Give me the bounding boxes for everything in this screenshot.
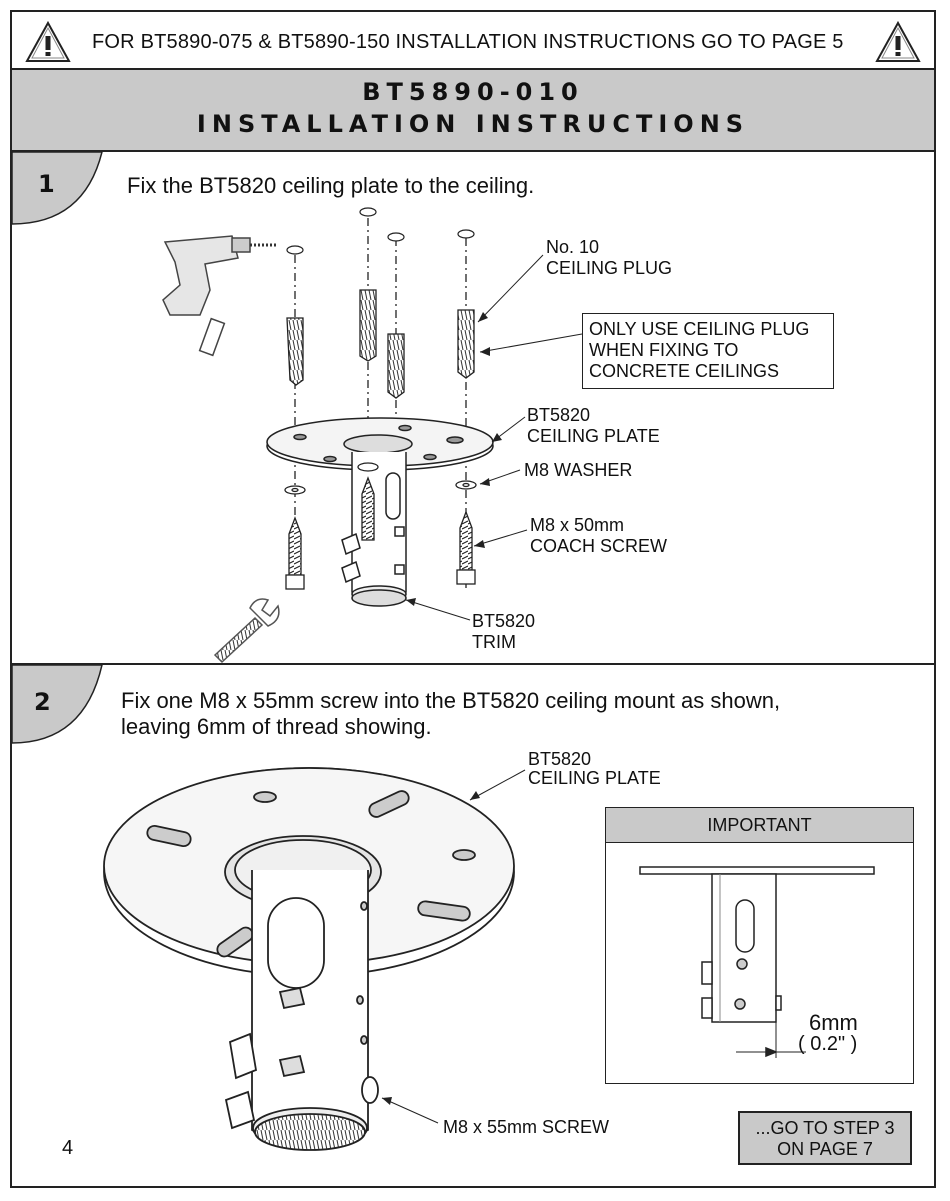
ceiling-plug-label-line1: No. 10 <box>546 237 600 257</box>
note-line1: ONLY USE CEILING PLUG <box>589 319 810 339</box>
trim-label-line1: BT5820 <box>472 611 536 631</box>
header-notice-text: FOR BT5890-075 & BT5890-150 INSTALLATION… <box>92 31 844 53</box>
important-detail-drawing <box>639 866 875 1058</box>
page-number: 4 <box>62 1137 74 1159</box>
step-2-number: 2 <box>34 688 51 716</box>
important-heading: IMPORTANT <box>606 808 913 843</box>
step-2-tab <box>12 665 103 744</box>
step-2-instruction-line2: leaving 6mm of thread showing. <box>121 714 432 739</box>
warning-triangle-icon <box>875 20 921 62</box>
step-2-instruction-line1: Fix one M8 x 55mm screw into the BT5820 … <box>121 688 781 713</box>
step-1-instruction: Fix the BT5820 ceiling plate to the ceil… <box>127 173 535 198</box>
header-notice-bar: FOR BT5890-075 & BT5890-150 INSTALLATION… <box>12 12 934 70</box>
coach-screw-label-line2: COACH SCREW <box>530 536 668 556</box>
step-1-tab <box>12 152 103 225</box>
washer-label: M8 WASHER <box>524 460 633 480</box>
title-banner: BT5890-010 INSTALLATION INSTRUCTIONS <box>12 70 934 152</box>
ceiling-plug-label-line2: CEILING PLUG <box>546 258 673 278</box>
step-1-number: 1 <box>38 170 55 198</box>
goto-line1: ...GO TO STEP 3 <box>755 1118 895 1138</box>
step2-plate-label-line1: BT5820 <box>528 749 592 769</box>
go-to-step-3-box: ...GO TO STEP 3 ON PAGE 7 <box>738 1111 912 1165</box>
m8-55mm-screw-label: M8 x 55mm SCREW <box>443 1117 610 1137</box>
goto-line2: ON PAGE 7 <box>777 1139 873 1159</box>
spanner-icon <box>213 598 280 664</box>
document-title: INSTALLATION INSTRUCTIONS <box>196 110 750 138</box>
note-line3: CONCRETE CEILINGS <box>589 361 780 381</box>
page-frame <box>10 10 936 1188</box>
thread-length-mm: 6mm <box>809 1010 858 1035</box>
note-line2: WHEN FIXING TO <box>589 340 739 360</box>
coach-screw-label-line1: M8 x 50mm <box>530 515 625 535</box>
ceiling-plate-label-line2: CEILING PLATE <box>527 426 660 446</box>
step2-plate-label-line2: CEILING PLATE <box>528 768 661 788</box>
ceiling-plate-step1 <box>266 417 494 471</box>
concrete-ceiling-note: ONLY USE CEILING PLUG WHEN FIXING TO CON… <box>582 313 834 389</box>
model-title: BT5890-010 <box>362 78 584 106</box>
drill-icon <box>162 235 276 357</box>
ceiling-plate-label-line1: BT5820 <box>527 405 591 425</box>
trim-label-line2: TRIM <box>472 632 516 652</box>
thread-length-in: ( 0.2" ) <box>798 1033 858 1055</box>
mount-tube-step2 <box>224 870 379 1151</box>
warning-triangle-icon <box>25 20 71 62</box>
important-panel: IMPORTANT <box>605 807 914 1084</box>
step-divider <box>12 663 934 665</box>
